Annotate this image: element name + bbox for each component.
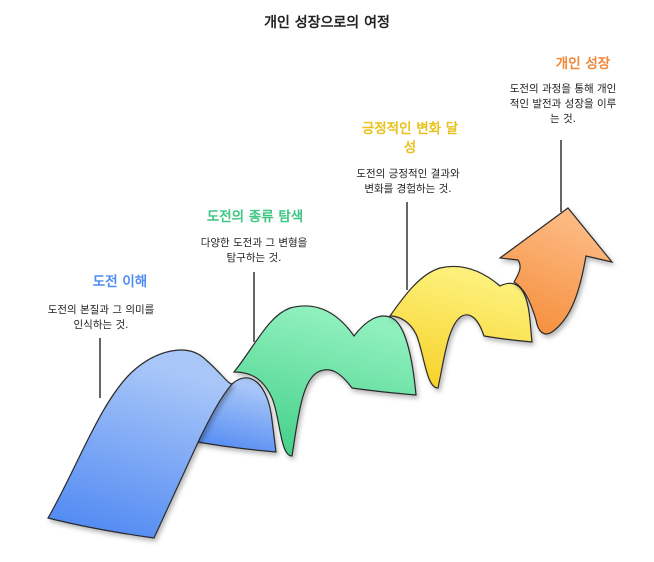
stage-desc-line: 적인 발전과 성장을 이루 <box>509 98 617 110</box>
stage-desc-line: 는 것. <box>550 113 576 125</box>
stage-title-exploration: 도전의 종류 탐색 <box>185 208 325 227</box>
stage-desc-exploration: 다양한 도전과 그 변형을 탐구하는 것. <box>176 236 332 266</box>
stage-title-exploration-text: 도전의 종류 탐색 <box>206 209 304 225</box>
stage-desc-line: 도전의 긍정적인 결과와 <box>356 168 460 180</box>
stage-title-line: 성 <box>403 140 417 156</box>
stage-desc-line: 도전의 과정을 통해 개인 <box>509 83 617 95</box>
stage-desc-line: 변화를 경험하는 것. <box>364 183 452 195</box>
stage-title-positive-change: 긍정적인 변화 달 성 <box>340 120 480 158</box>
stage-ribbon-understanding <box>47 349 234 539</box>
stage-ribbon-exploration <box>232 305 417 457</box>
stage-desc-growth: 도전의 과정을 통해 개인 적인 발전과 성장을 이루 는 것. <box>488 82 638 127</box>
stage-desc-line: 다양한 도전과 그 변형을 <box>200 237 308 249</box>
stage-title-growth: 개인 성장 <box>528 55 638 74</box>
stage-title-growth-text: 개인 성장 <box>555 56 611 72</box>
page-title: 개인 성장으로의 여정 <box>264 15 390 31</box>
stage-title-understanding-text: 도전 이해 <box>92 274 148 290</box>
stage-desc-line: 도전의 본질과 그 의미를 <box>47 304 155 316</box>
stage-desc-line: 탐구하는 것. <box>226 252 282 264</box>
stage-desc-line: 인식하는 것. <box>73 319 129 331</box>
stage-arrow-growth <box>498 207 614 335</box>
stage-desc-understanding: 도전의 본질과 그 의미를 인식하는 것. <box>18 303 184 333</box>
stage-ribbon-positive-change <box>388 265 533 389</box>
stage-title-line: 긍정적인 변화 달 <box>361 121 459 137</box>
stage-desc-positive-change: 도전의 긍정적인 결과와 변화를 경험하는 것. <box>330 167 486 197</box>
stage-title-understanding: 도전 이해 <box>60 273 180 292</box>
